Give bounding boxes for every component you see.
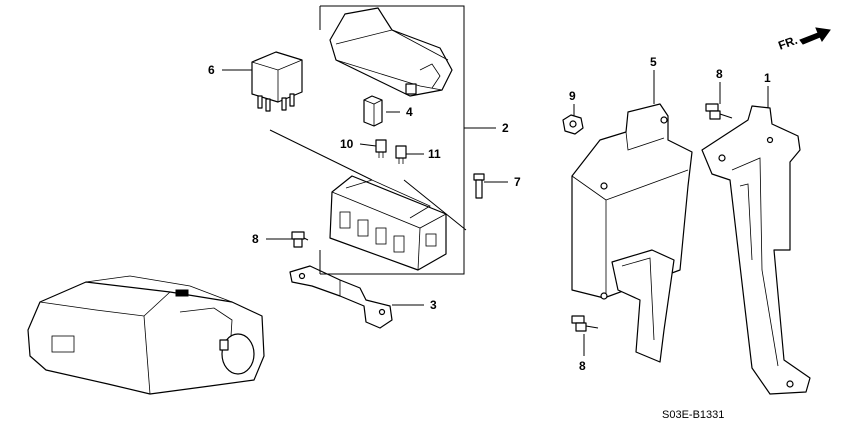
bolt-8-left-part (291, 231, 309, 248)
callout-6: 6 (208, 63, 215, 77)
callout-1: 1 (764, 71, 771, 85)
control-unit-part (571, 103, 693, 363)
callout-9: 9 (569, 89, 576, 103)
callout-labels: 1 2 3 4 5 6 7 8 8 8 9 10 11 (208, 55, 771, 373)
direction-label: FR. (776, 33, 799, 53)
callout-3: 3 (430, 298, 437, 312)
leader-lines (222, 5, 769, 356)
callout-5: 5 (650, 55, 657, 69)
relay-part (251, 51, 303, 112)
nut-9-part (562, 114, 584, 135)
bolt-8-bottom-part (571, 315, 599, 332)
drawing-code: S03E-B1331 (662, 409, 724, 421)
vehicle-location-view (27, 275, 265, 395)
front-direction-indicator: FR. (776, 27, 831, 53)
callout-11: 11 (428, 147, 441, 161)
bolt-7-part (473, 173, 485, 199)
callout-8-left: 8 (252, 232, 259, 246)
callout-7: 7 (514, 175, 521, 189)
direction-arrow-icon (799, 27, 831, 45)
mounting-bracket-part (701, 105, 811, 395)
bolt-8-right-part (705, 103, 733, 120)
fuse-box-bracket-part (289, 265, 393, 329)
fuse-11-part (395, 145, 407, 164)
callout-10: 10 (340, 137, 354, 151)
fuse-box-base-part (329, 175, 447, 271)
callout-2: 2 (502, 121, 509, 135)
fuse-box-cover-part (329, 7, 453, 97)
callout-8-right: 8 (716, 67, 723, 81)
mini-relay-part (363, 95, 383, 127)
callout-4: 4 (406, 105, 413, 119)
callout-8-bottom: 8 (579, 359, 586, 373)
fuse-10-part (375, 139, 387, 158)
